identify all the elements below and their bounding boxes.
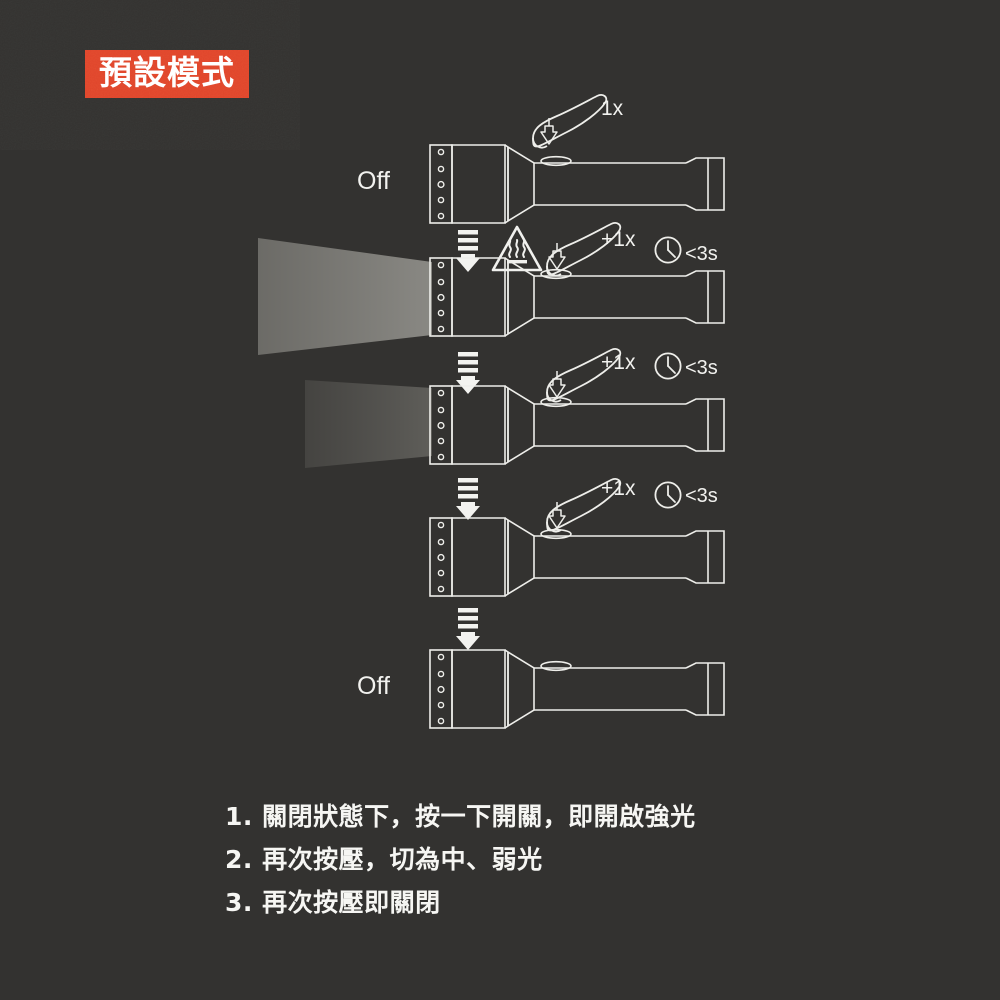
state-label-off-bottom: Off <box>357 672 390 700</box>
clock-icon-2 <box>654 236 682 264</box>
flashlight-icon-state-2 <box>429 257 725 337</box>
clock-icon-4 <box>654 481 682 509</box>
down-arrow-icon-4 <box>456 608 480 650</box>
instruction-line-1: 1. 關閉狀態下，按一下開關，即開啟強光 <box>225 802 696 831</box>
light-beam-medium <box>305 380 432 468</box>
finger-press-icon-1 <box>532 94 608 149</box>
flashlight-icon-state-3 <box>429 385 725 465</box>
flashlight-icon-state-1 <box>429 144 725 224</box>
instruction-line-2: 2. 再次按壓，切為中、弱光 <box>225 845 543 874</box>
down-arrow-icon-2 <box>456 352 480 394</box>
page-title-badge: 預設模式 <box>85 50 249 98</box>
down-arrow-icon-1 <box>456 230 480 272</box>
time-limit-label-4: <3s <box>685 485 718 507</box>
press-count-label-2: +1x <box>601 228 636 251</box>
instruction-list: 1. 關閉狀態下，按一下開關，即開啟強光 2. 再次按壓，切為中、弱光 3. 再… <box>225 795 696 924</box>
time-limit-label-2: <3s <box>685 243 718 265</box>
press-count-label-4: +1x <box>601 477 636 500</box>
flashlight-icon-state-5 <box>429 649 725 729</box>
down-arrow-icon-3 <box>456 478 480 520</box>
press-count-label-1: 1x <box>601 97 624 120</box>
light-beam-strong <box>258 238 432 355</box>
flashlight-icon-state-4 <box>429 517 725 597</box>
clock-icon-3 <box>654 352 682 380</box>
instruction-line-3: 3. 再次按壓即關閉 <box>225 888 441 917</box>
hot-surface-warning-icon <box>491 225 543 272</box>
press-arrow-icon-4 <box>548 501 566 529</box>
press-count-label-3: +1x <box>601 351 636 374</box>
state-label-off-top: Off <box>357 167 390 195</box>
time-limit-label-3: <3s <box>685 357 718 379</box>
